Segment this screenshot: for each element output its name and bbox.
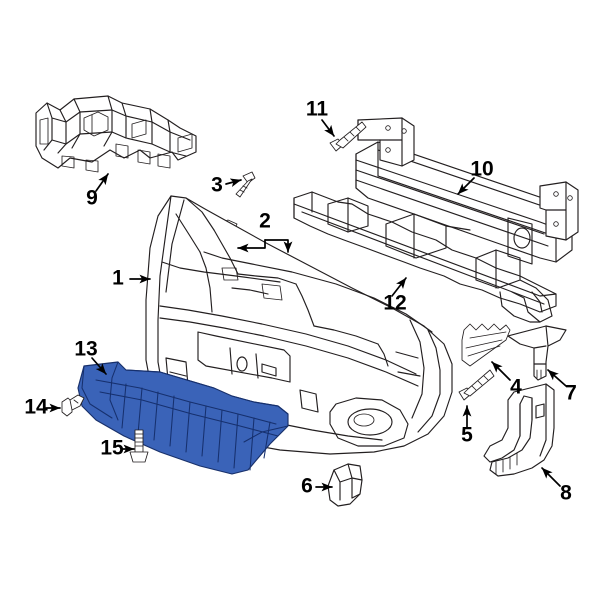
callout-number-1[interactable]: 1 (112, 267, 124, 290)
part-14-air-deflector-clip[interactable] (61, 394, 85, 417)
callout-number-3[interactable]: 3 (211, 174, 223, 197)
part-12-lower-radiator-support[interactable] (293, 191, 557, 323)
callout-number-15[interactable]: 15 (100, 437, 124, 460)
callout-number-8[interactable]: 8 (560, 482, 572, 505)
callout-leader-lines (45, 119, 567, 492)
part-7-upper-side-bracket[interactable] (507, 325, 567, 381)
callout-number-2[interactable]: 2 (259, 210, 271, 233)
part-6-tow-hook-cover[interactable] (327, 463, 363, 507)
part-11-reinforcement-bolt[interactable] (329, 121, 367, 152)
part-9-bumper-energy-absorber[interactable] (35, 95, 197, 173)
callout-number-4[interactable]: 4 (510, 376, 522, 399)
callout-number-13[interactable]: 13 (74, 338, 97, 361)
callout-number-11[interactable]: 11 (306, 98, 329, 121)
callout-number-9[interactable]: 9 (86, 187, 98, 210)
callout-numbers: 1 2 3 4 5 6 7 8 9 10 11 12 13 14 15 (24, 98, 577, 505)
callout-number-12[interactable]: 12 (383, 292, 406, 315)
callout-number-7[interactable]: 7 (565, 382, 577, 405)
callout-number-5[interactable]: 5 (461, 424, 473, 447)
part-15-air-deflector-bolt[interactable] (129, 429, 149, 463)
callout-number-14[interactable]: 14 (24, 396, 48, 419)
part-13-front-air-deflector[interactable] (77, 361, 289, 475)
callout-number-6[interactable]: 6 (301, 475, 313, 498)
callout-number-10[interactable]: 10 (470, 158, 493, 181)
part-4-side-retainer-strip[interactable] (461, 323, 511, 367)
part-5-retainer-screw[interactable] (458, 369, 495, 401)
part-3-bumper-cover-screw[interactable] (235, 171, 256, 198)
part-10-bumper-reinforcement-bar[interactable] (355, 117, 579, 265)
part-8-lower-side-bracket[interactable] (483, 383, 555, 477)
